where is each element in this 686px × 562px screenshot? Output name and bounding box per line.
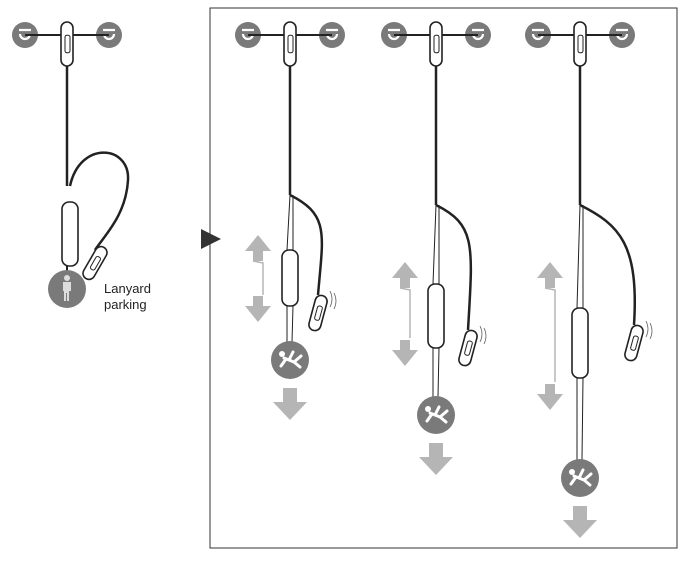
tearing-webbing [432, 204, 440, 398]
body [425, 405, 449, 424]
carabiner-gate [464, 340, 473, 356]
lanyard-arm [289, 193, 324, 296]
swing-motion-lines [479, 325, 487, 345]
lanyard-parking-label: Lanyard parking [104, 281, 151, 313]
carabiner [458, 329, 478, 367]
climber-icon [48, 270, 86, 308]
tearing-webbing [576, 204, 584, 461]
carabiner-gate [433, 34, 440, 54]
extension-double-arrow-icon [245, 235, 271, 322]
lanyard-arm [435, 203, 473, 331]
label-line-2: parking [104, 297, 147, 312]
carabiner-gate [89, 255, 101, 271]
lanyard-loop [68, 151, 130, 251]
spring [252, 260, 264, 295]
body [63, 282, 71, 301]
sequence-frame [209, 7, 678, 549]
extension-double-arrow-icon [537, 262, 563, 410]
carabiner-gate [577, 34, 584, 54]
energy-absorber [427, 283, 445, 349]
sequence-arrow-icon [201, 229, 221, 249]
carabiner [429, 21, 443, 67]
extension-double-arrow-icon [392, 262, 418, 366]
arrow-up [392, 262, 418, 288]
scene-fall-stage-3 [525, 21, 653, 538]
carabiner [82, 245, 108, 281]
falling-climber-icon [417, 396, 455, 434]
fall-direction-arrow-icon [273, 388, 307, 420]
label-line-1: Lanyard [104, 281, 151, 296]
body [569, 468, 593, 487]
carabiner-gate [630, 335, 639, 351]
head [425, 406, 431, 412]
carabiner [60, 21, 74, 67]
lanyard-arm [579, 203, 636, 326]
head [279, 351, 285, 357]
fall-direction-arrow-icon [563, 506, 597, 538]
fall-direction-arrow-icon [419, 443, 453, 475]
arrow-down [245, 296, 271, 322]
carabiner [573, 21, 587, 67]
arrow-down [537, 384, 563, 410]
energy-absorber [61, 201, 79, 267]
spring [399, 287, 411, 338]
arrow-down [392, 340, 418, 366]
falling-climber-icon [271, 341, 309, 379]
head [64, 275, 70, 281]
head [569, 469, 575, 475]
carabiner [283, 21, 297, 67]
scene-lanyard-parking [12, 21, 130, 308]
carabiner-gate [314, 305, 323, 321]
arrow-up [245, 235, 271, 261]
scene-fall-stage-2 [381, 21, 491, 475]
swing-motion-lines [645, 320, 653, 340]
arrow-up [537, 262, 563, 288]
body [279, 350, 303, 369]
swing-motion-lines [329, 290, 337, 310]
carabiner [308, 294, 328, 332]
scene-fall-stage-1 [235, 21, 345, 420]
energy-absorber [281, 249, 299, 307]
carabiner [624, 324, 644, 362]
spring [544, 287, 556, 382]
tearing-webbing [286, 194, 294, 343]
carabiner-gate [64, 34, 71, 54]
energy-absorber [571, 307, 589, 379]
falling-climber-icon [561, 459, 599, 497]
carabiner-gate [287, 34, 294, 54]
